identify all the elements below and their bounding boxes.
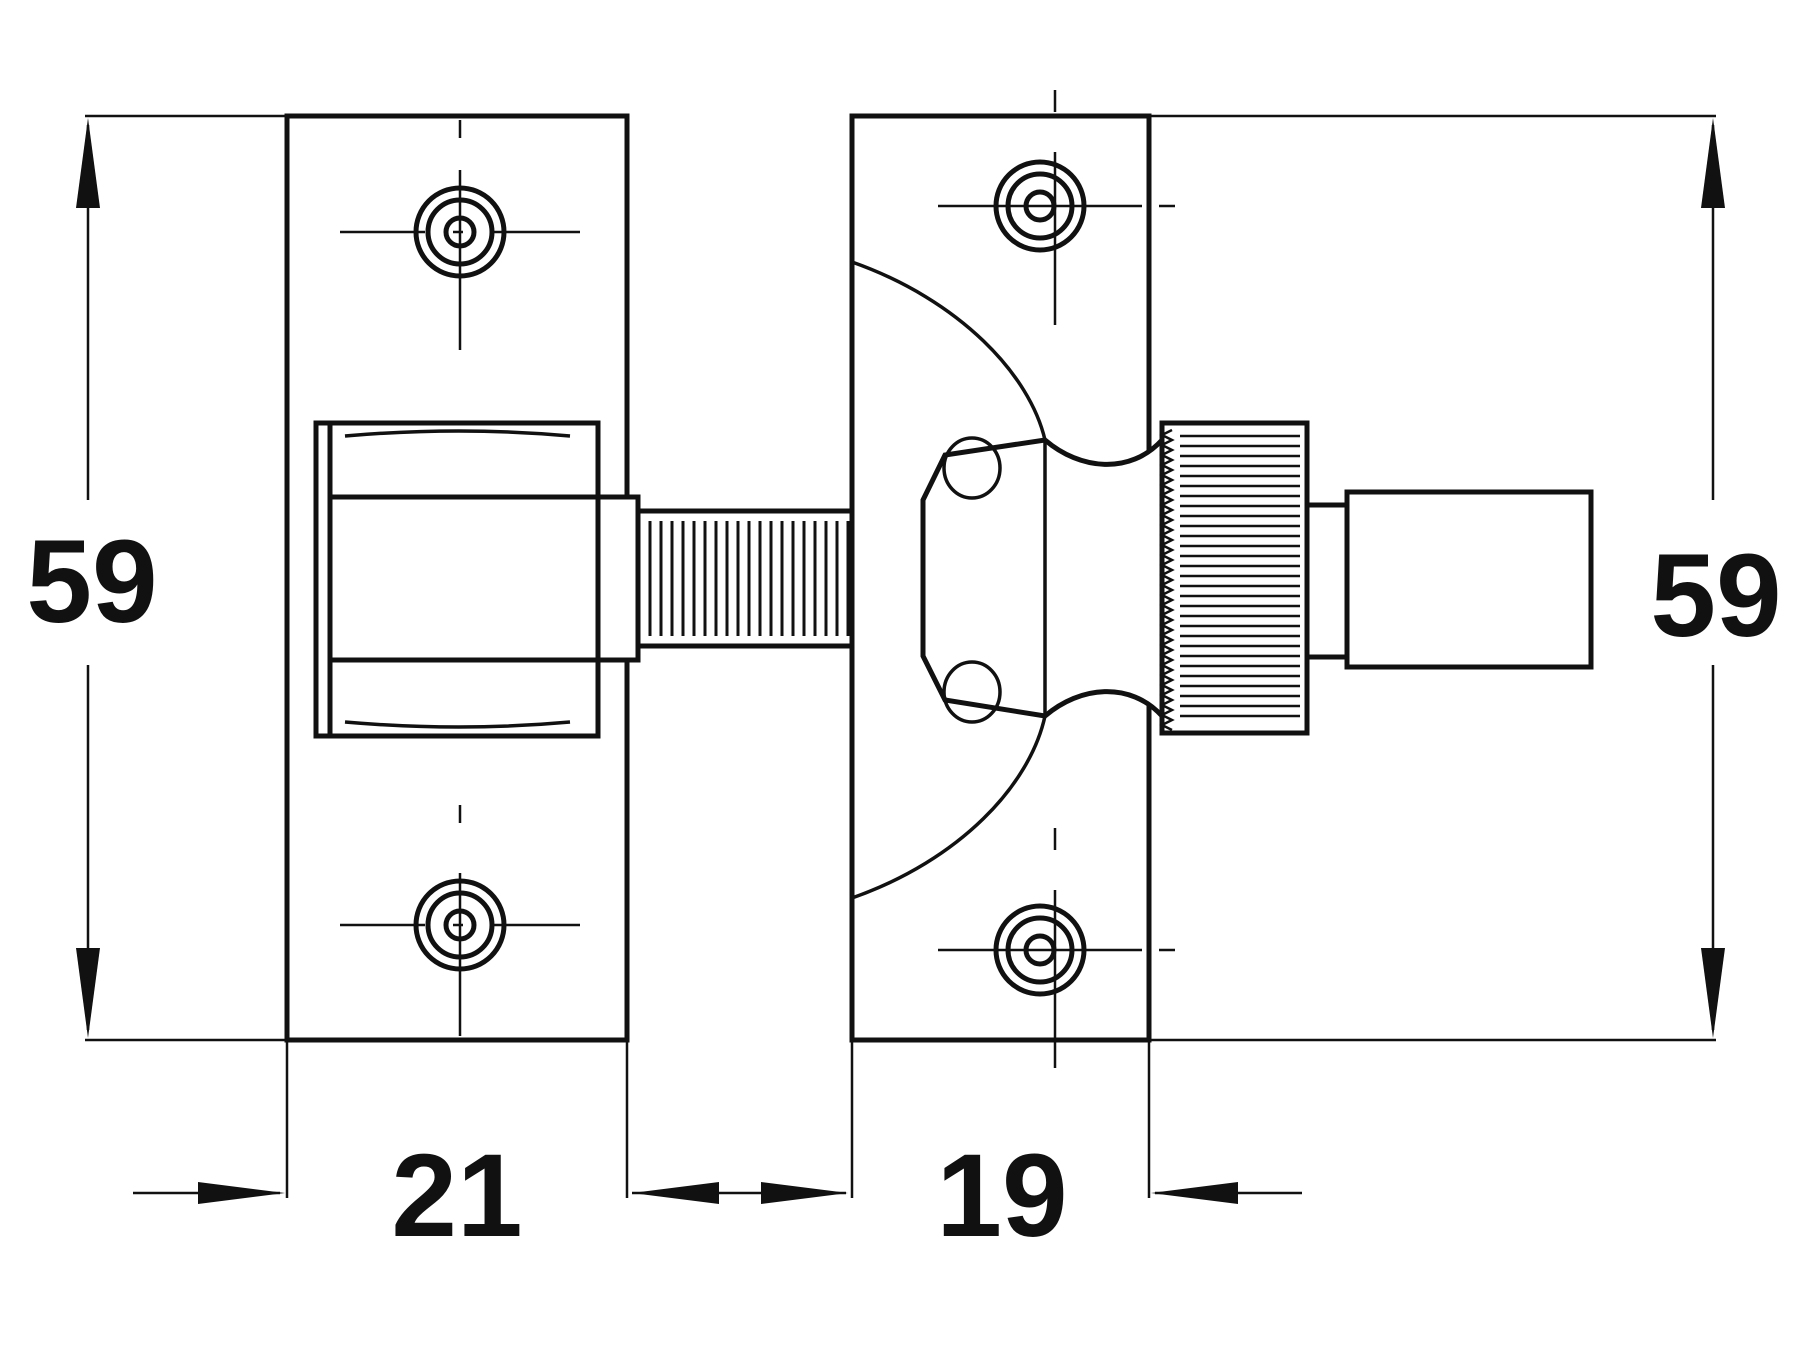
width-label-keep: 21 — [391, 1130, 522, 1262]
width-label-bolt: 19 — [936, 1130, 1067, 1262]
dimension-height-left: 59 — [26, 118, 158, 1038]
dimension-height-right: 59 — [1650, 118, 1782, 1038]
height-label-right: 59 — [1650, 530, 1781, 662]
bolt-screw-hole-top — [938, 90, 1175, 325]
keep-screw-hole-top — [340, 120, 580, 350]
keep-receiver — [313, 420, 641, 739]
knob-knurling — [1159, 428, 1300, 732]
dimension-width-bolt: 19 — [936, 1130, 1302, 1262]
dimension-width-keep: 21 — [133, 1130, 848, 1262]
bolt-knob — [920, 420, 1594, 736]
extension-lines — [85, 114, 1716, 1198]
keep-screw-hole-bottom — [340, 805, 580, 1036]
height-label-left: 59 — [26, 516, 157, 648]
keep-plate — [284, 113, 641, 1043]
bolt-screw-hole-bottom — [938, 828, 1175, 1068]
